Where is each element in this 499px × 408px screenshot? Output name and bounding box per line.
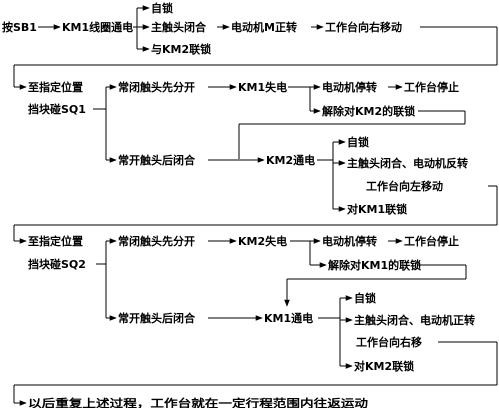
nc-open-first-2-label: 常闭触头先分开 xyxy=(118,234,195,248)
km2-on-label: KM2通电 xyxy=(266,153,315,167)
no-close-after-1-label: 常开触头后闭合 xyxy=(118,153,196,167)
km1-off-label: KM1失电 xyxy=(238,80,287,94)
table-move-left-label: 工作台向左移动 xyxy=(366,179,443,193)
self-lock-2-label: 自锁 xyxy=(347,135,369,149)
km1-coil-on-label: KM1线圈通电 xyxy=(62,20,133,34)
interlock-km2-1-label: 与KM2联锁 xyxy=(151,42,211,56)
press-sb1-label: 按SB1 xyxy=(2,20,37,34)
km1-on-label: KM1通电 xyxy=(264,311,313,325)
nc-open-first-1-label: 常闭触头先分开 xyxy=(118,80,195,94)
self-lock-1-label: 自锁 xyxy=(151,1,173,15)
stop-hits-sq2-label: 挡块碰SQ2 xyxy=(28,257,86,271)
repeat-process-label: 以后重复上述过程，工作台就在一定行程范围内往返运动 xyxy=(28,396,368,408)
interlock-km1-label: 对KM1联锁 xyxy=(347,202,407,216)
table-stop-1-label: 工作台停止 xyxy=(404,80,459,94)
km2-off-label: KM2失电 xyxy=(238,234,287,248)
motor-stop-1-label: 电动机停转 xyxy=(322,80,377,94)
main-contact-close-1-label: 主触头闭合 xyxy=(151,20,207,34)
release-km2-interlock-label: 解除对KM2的联锁 xyxy=(322,104,415,118)
release-km1-interlock-label: 解除对KM1的联锁 xyxy=(328,258,421,272)
no-close-after-2-label: 常开触头后闭合 xyxy=(118,311,196,325)
table-stop-2-label: 工作台停止 xyxy=(404,234,459,248)
motor-stop-2-label: 电动机停转 xyxy=(322,234,377,248)
table-move-right-2-label: 工作台向右移 xyxy=(356,335,422,349)
table-move-right-1-label: 工作台向右移动 xyxy=(325,20,402,34)
reach-position-2-label: 至指定位置 xyxy=(28,234,83,248)
interlock-km2-2-label: 对KM2联锁 xyxy=(354,359,414,373)
main-contact-forward-label: 主触头闭合、电动机正转 xyxy=(354,313,475,327)
stop-hits-sq1-label: 挡块碰SQ1 xyxy=(28,102,86,116)
reach-position-1-label: 至指定位置 xyxy=(28,80,83,94)
motor-m-forward-label: 电动机M正转 xyxy=(231,20,297,34)
main-contact-reverse-label: 主触头闭合、电动机反转 xyxy=(347,156,468,170)
self-lock-3-label: 自锁 xyxy=(354,291,376,305)
